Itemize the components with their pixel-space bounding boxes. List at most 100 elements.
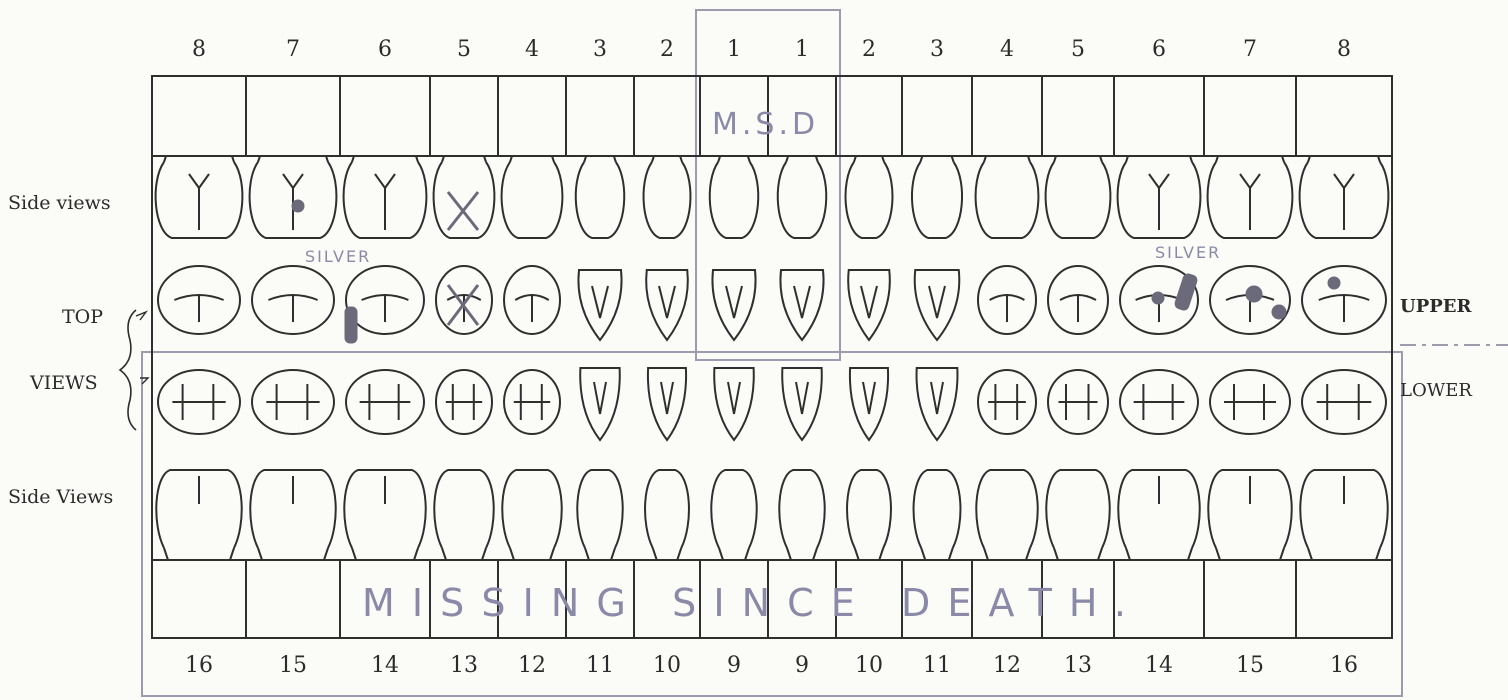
label-top: TOP (62, 306, 103, 328)
lower-tooth-number: 10 (653, 653, 681, 678)
lower-groove (1059, 384, 1098, 420)
upper-incisor-groove (929, 286, 945, 318)
upper-tooth-number: 5 (457, 37, 471, 62)
lower-tooth-number: 13 (450, 653, 478, 678)
lower-groove (1224, 384, 1276, 420)
upper-side-tooth (778, 162, 827, 238)
lower-root-line (984, 548, 988, 560)
lower-tooth-number: 14 (1145, 653, 1173, 678)
upper-side-tooth (502, 162, 563, 238)
upper-incisor-groove (659, 286, 675, 318)
upper-tooth-number: 2 (862, 37, 876, 62)
lower-root-line (324, 548, 328, 560)
upper-cusp-line (375, 174, 395, 230)
upper-incisor-top (915, 270, 960, 340)
lower-root-line (1126, 548, 1130, 560)
upper-incisor-top (646, 270, 688, 340)
upper-tooth-number: 7 (1243, 37, 1257, 62)
lower-groove (988, 384, 1026, 420)
lower-root-line (442, 548, 446, 560)
lower-root-line (1054, 548, 1058, 560)
lower-root-line (879, 548, 883, 560)
upper-side-tooth (644, 162, 691, 238)
upper-cusp-line (1149, 174, 1169, 230)
lower-tooth-number: 10 (855, 653, 883, 678)
upper-side-tooth (976, 162, 1039, 238)
upper-groove (990, 294, 1025, 322)
upper-tooth-number: 1 (795, 37, 809, 62)
label-views: VIEWS (30, 372, 98, 394)
upper-tooth-number: 4 (1000, 37, 1014, 62)
upper-side-tooth (576, 162, 625, 238)
lower-groove (172, 384, 225, 420)
lower-incisor-top (648, 368, 686, 440)
lower-tooth-number: 11 (923, 653, 951, 678)
annotation-silver-right: SILVER (1155, 243, 1221, 262)
lower-tooth-number: 15 (1236, 653, 1264, 678)
lower-side-tooth (779, 470, 824, 548)
lower-root-line (352, 548, 356, 560)
lower-root-line (1188, 548, 1192, 560)
upper-tooth-number: 1 (727, 37, 741, 62)
lower-side-tooth (847, 470, 891, 548)
lower-root-line (1026, 548, 1030, 560)
lower-side-tooth (1046, 470, 1109, 548)
upper-incisor-top (712, 270, 755, 340)
lower-incisor-groove (863, 382, 875, 414)
lower-incisor-groove (728, 382, 740, 414)
upper-incisor-groove (861, 286, 877, 318)
lower-side-tooth (976, 470, 1037, 548)
lower-root-line (1376, 548, 1380, 560)
lower-tooth-number: 9 (727, 653, 741, 678)
upper-tooth-number: 6 (378, 37, 392, 62)
lower-pencil-frame (142, 352, 1402, 696)
lower-root-line (813, 548, 817, 560)
lower-root-line (230, 548, 234, 560)
upper-tooth-number: 7 (286, 37, 300, 62)
lower-tooth-number: 9 (795, 653, 809, 678)
upper-tooth-number: 4 (525, 37, 539, 62)
upper-groove (515, 294, 549, 322)
annotation-silver-left: SILVER (305, 247, 371, 266)
lower-root-line (611, 548, 615, 560)
upper-cusp-line (1240, 174, 1260, 230)
lower-groove (360, 384, 411, 420)
lower-tooth-number: 15 (279, 653, 307, 678)
upper-tooth-number: 8 (192, 37, 206, 62)
lower-root-line (1280, 548, 1284, 560)
lower-root-line (855, 548, 859, 560)
upper-incisor-top (780, 270, 823, 340)
lower-incisor-groove (594, 382, 606, 414)
lower-root-line (921, 548, 925, 560)
lower-side-tooth (434, 470, 493, 548)
upper-groove (174, 294, 223, 322)
upper-tooth-number: 3 (593, 37, 607, 62)
upper-tooth-number: 3 (930, 37, 944, 62)
silver-filling-mark (346, 308, 356, 342)
lower-side-tooth (577, 470, 622, 548)
lower-incisor-top (917, 368, 958, 440)
upper-incisor-groove (726, 286, 742, 318)
label-lower: LOWER (1400, 380, 1472, 401)
lower-tooth-number: 13 (1064, 653, 1092, 678)
lower-incisor-top (782, 368, 822, 440)
upper-incisor-top (578, 270, 621, 340)
upper-side-tooth (1046, 162, 1111, 238)
lower-root-line (164, 548, 168, 560)
lower-root-line (653, 548, 657, 560)
lower-incisor-top (580, 368, 620, 440)
upper-groove (1319, 294, 1369, 322)
lower-root-line (719, 548, 723, 560)
filling-mark (1273, 306, 1285, 318)
upper-side-tooth (434, 162, 495, 238)
upper-tooth-number: 2 (660, 37, 674, 62)
lower-tooth-number: 14 (371, 653, 399, 678)
lower-incisor-top (714, 368, 754, 440)
lower-root-line (1308, 548, 1312, 560)
lower-root-line (414, 548, 418, 560)
upper-groove (1060, 294, 1096, 322)
lower-root-line (949, 548, 953, 560)
lower-tooth-number: 16 (1330, 653, 1358, 678)
lower-root-line (787, 548, 791, 560)
